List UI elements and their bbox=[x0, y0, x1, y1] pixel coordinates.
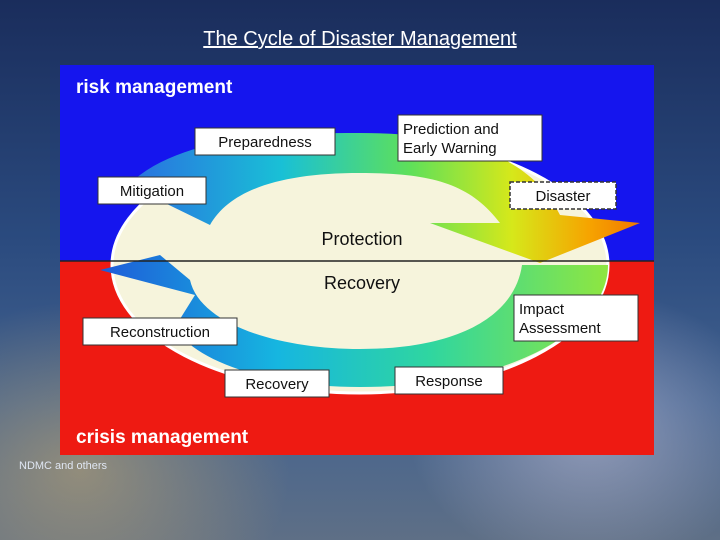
disaster-label: Disaster bbox=[535, 188, 590, 205]
response-label: Response bbox=[415, 373, 483, 390]
risk-management-label: risk management bbox=[76, 77, 233, 98]
disaster-box: Disaster bbox=[510, 182, 616, 209]
recovery-label: Recovery bbox=[245, 376, 309, 393]
center-recovery-label: Recovery bbox=[324, 273, 400, 293]
impact-assessment-box: Impact Assessment bbox=[514, 295, 638, 341]
protection-label: Protection bbox=[321, 229, 402, 249]
slide-title: The Cycle of Disaster Management bbox=[0, 28, 720, 51]
mitigation-box: Mitigation bbox=[98, 177, 206, 204]
prediction-label-line2: Early Warning bbox=[403, 140, 497, 157]
recovery-box: Recovery bbox=[225, 370, 329, 397]
preparedness-box: Preparedness bbox=[195, 128, 335, 155]
prediction-box: Prediction and Early Warning bbox=[398, 115, 542, 161]
credit-text: NDMC and others bbox=[19, 460, 107, 472]
impact-label-line2: Assessment bbox=[519, 320, 602, 337]
disaster-cycle-diagram: risk management crisis management Protec… bbox=[60, 65, 654, 455]
response-box: Response bbox=[395, 367, 503, 394]
prediction-label-line1: Prediction and bbox=[403, 121, 499, 138]
impact-label-line1: Impact bbox=[519, 301, 565, 318]
preparedness-label: Preparedness bbox=[218, 134, 311, 151]
reconstruction-label: Reconstruction bbox=[110, 324, 210, 341]
cycle-svg: risk management crisis management Protec… bbox=[60, 65, 654, 455]
reconstruction-box: Reconstruction bbox=[83, 318, 237, 345]
crisis-management-label: crisis management bbox=[76, 427, 249, 448]
mitigation-label: Mitigation bbox=[120, 183, 184, 200]
